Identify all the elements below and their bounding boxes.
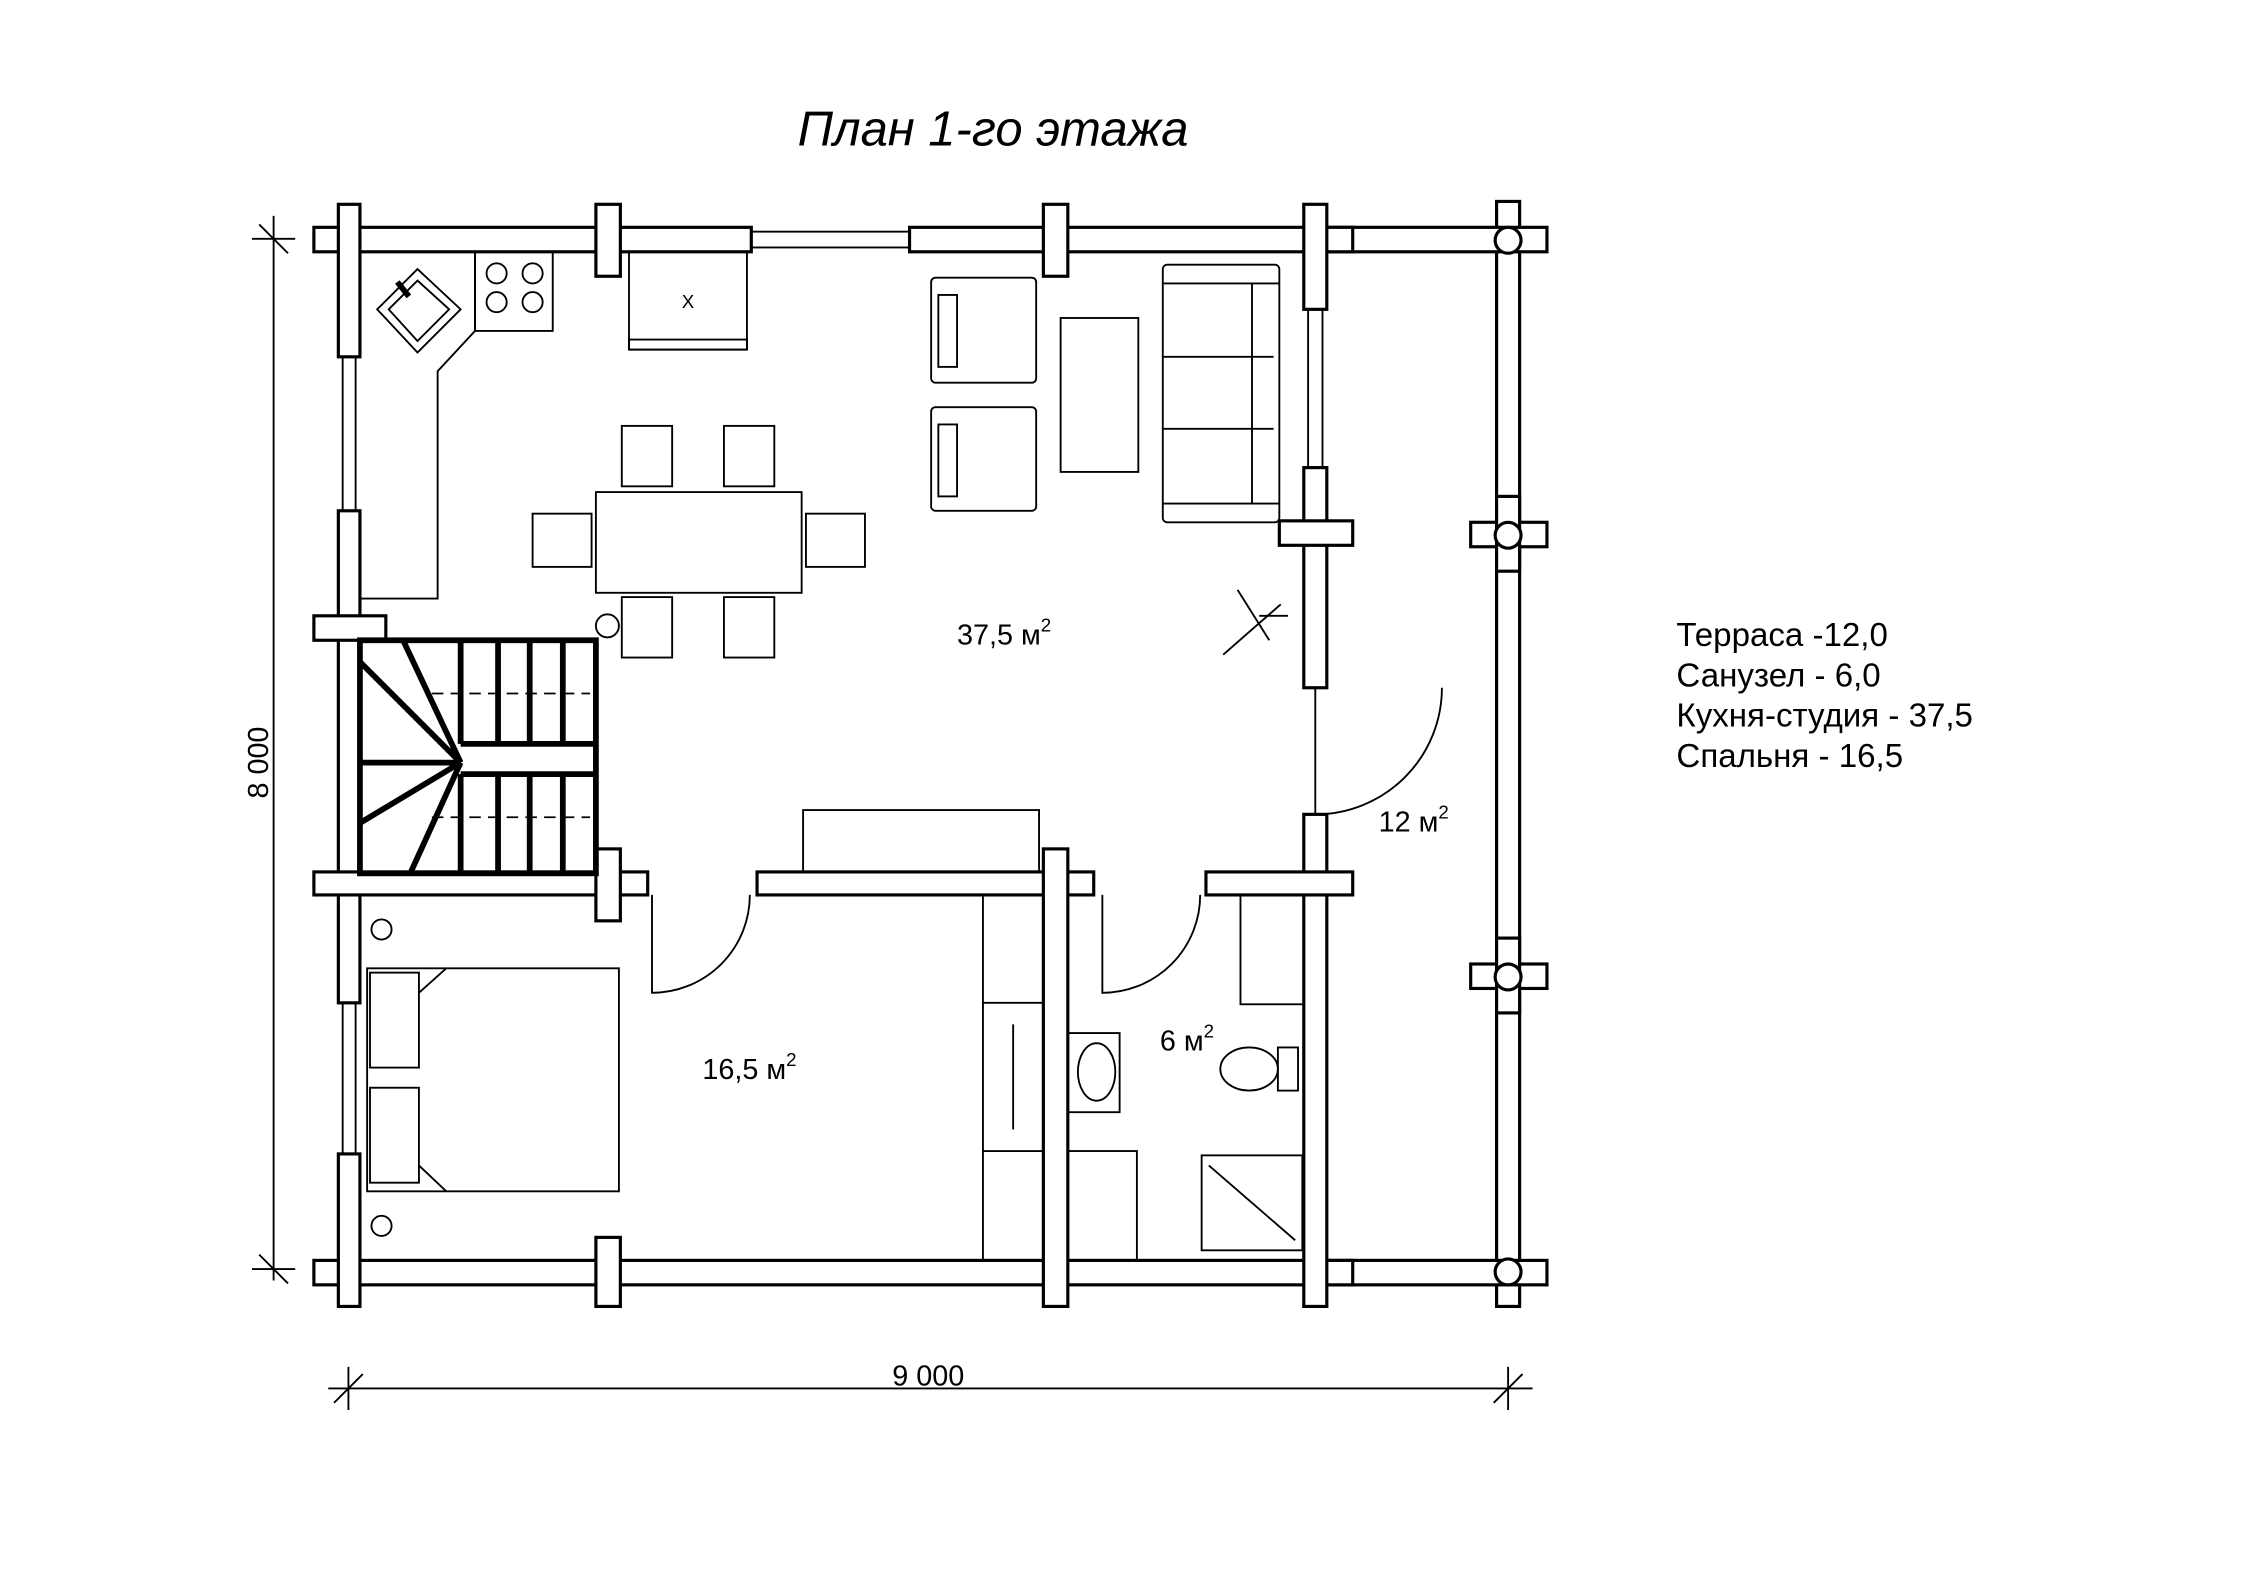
bedroom-furniture xyxy=(366,894,1045,1262)
dining-set xyxy=(531,424,866,659)
living-furniture xyxy=(802,263,1288,873)
dimension-lines: 8 000 9 000 xyxy=(243,215,1533,1411)
bathroom-fixtures xyxy=(1066,894,1305,1262)
toilet-icon xyxy=(1219,1046,1299,1092)
bedroom-area: 16,5 м2 xyxy=(702,1049,796,1086)
area-labels: 37,5 м2 12 м2 16,5 м2 6 м2 xyxy=(702,615,1448,1086)
plan-title: План 1-го этажа xyxy=(798,102,1189,156)
sink-icon xyxy=(375,267,462,354)
ceiling-fan-icon xyxy=(1222,589,1288,656)
kitchen-furniture: X xyxy=(359,250,748,600)
terrace-area: 12 м2 xyxy=(1379,802,1449,839)
legend-item: Санузел - 6,0 xyxy=(1676,657,1880,694)
area-legend: Терраса -12,0 Санузел - 6,0 Кухня-студия… xyxy=(1676,617,1973,775)
studio-area: 37,5 м2 xyxy=(957,615,1051,652)
doors xyxy=(651,687,1443,994)
legend-item: Спальня - 16,5 xyxy=(1676,738,1903,775)
height-dimension: 8 000 xyxy=(243,727,275,799)
legend-item: Кухня-студия - 37,5 xyxy=(1676,698,1973,735)
terrace-structure xyxy=(1325,199,1549,1309)
stove-mark: X xyxy=(682,291,695,312)
bathroom-area: 6 м2 xyxy=(1160,1020,1214,1057)
washbasin-icon xyxy=(1066,1032,1121,1114)
stove-icon xyxy=(485,262,544,314)
shower-icon xyxy=(1200,1154,1304,1252)
terrace-post-icon xyxy=(1493,225,1523,1287)
staircase xyxy=(357,637,599,877)
legend-item: Терраса -12,0 xyxy=(1676,617,1887,654)
width-dimension: 9 000 xyxy=(892,1361,964,1393)
walls xyxy=(312,202,1355,1309)
